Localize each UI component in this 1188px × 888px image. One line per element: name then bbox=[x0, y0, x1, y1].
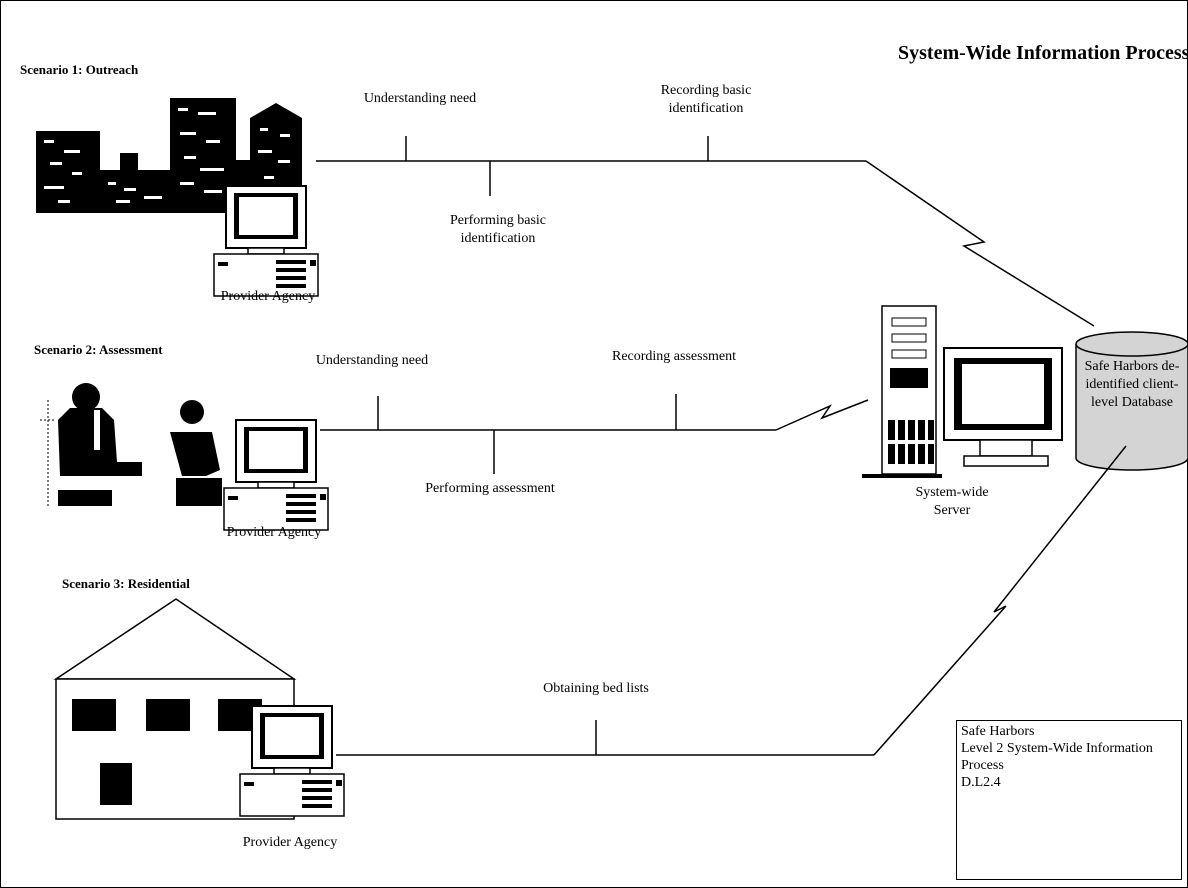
legend-line-description: Level 2 System-Wide Information Process bbox=[961, 741, 1153, 773]
legend-line-organization: Safe Harbors bbox=[961, 724, 1035, 739]
residential-step-obtaining-bed-lists: Obtaining bed lists bbox=[543, 681, 649, 696]
server-label: System-wide Server bbox=[915, 485, 989, 518]
assessment-step-understanding-need: Understanding need bbox=[315, 353, 429, 368]
outreach-step-performing-basic-identification: Performing basic identification bbox=[449, 213, 547, 246]
computer-icon-3 bbox=[239, 705, 345, 817]
legend-line-code: D.L2.4 bbox=[961, 775, 1001, 790]
assessment-provider-label: Provider Agency bbox=[226, 525, 322, 540]
outreach-step-recording-basic-identification: Recording basic identification bbox=[660, 83, 752, 116]
server-icon bbox=[862, 305, 1063, 478]
handshake-people-icon bbox=[40, 383, 222, 506]
scenario-1-heading: Scenario 1: Outreach bbox=[20, 62, 139, 77]
database-icon bbox=[1075, 331, 1188, 471]
assessment-network-line bbox=[320, 394, 869, 474]
outreach-provider-label: Provider Agency bbox=[220, 289, 316, 304]
scenario-3-heading: Scenario 3: Residential bbox=[62, 576, 190, 591]
document-id-box: Safe Harbors Level 2 System-Wide Informa… bbox=[956, 720, 1182, 880]
diagram-title: System-Wide Information Processes bbox=[898, 42, 1188, 64]
outreach-network-line bbox=[316, 136, 1095, 327]
assessment-step-recording-assessment: Recording assessment bbox=[611, 349, 737, 364]
computer-icon-2 bbox=[223, 419, 329, 531]
residential-network-line bbox=[336, 445, 1127, 756]
scenario-2-heading: Scenario 2: Assessment bbox=[34, 342, 163, 357]
assessment-step-performing-assessment: Performing assessment bbox=[425, 481, 555, 496]
computer-icon-1 bbox=[213, 185, 319, 297]
outreach-step-understanding-need: Understanding need bbox=[363, 91, 477, 106]
residential-provider-label: Provider Agency bbox=[242, 835, 338, 850]
database-label: Safe Harbors de-identified client-level … bbox=[1084, 359, 1180, 410]
